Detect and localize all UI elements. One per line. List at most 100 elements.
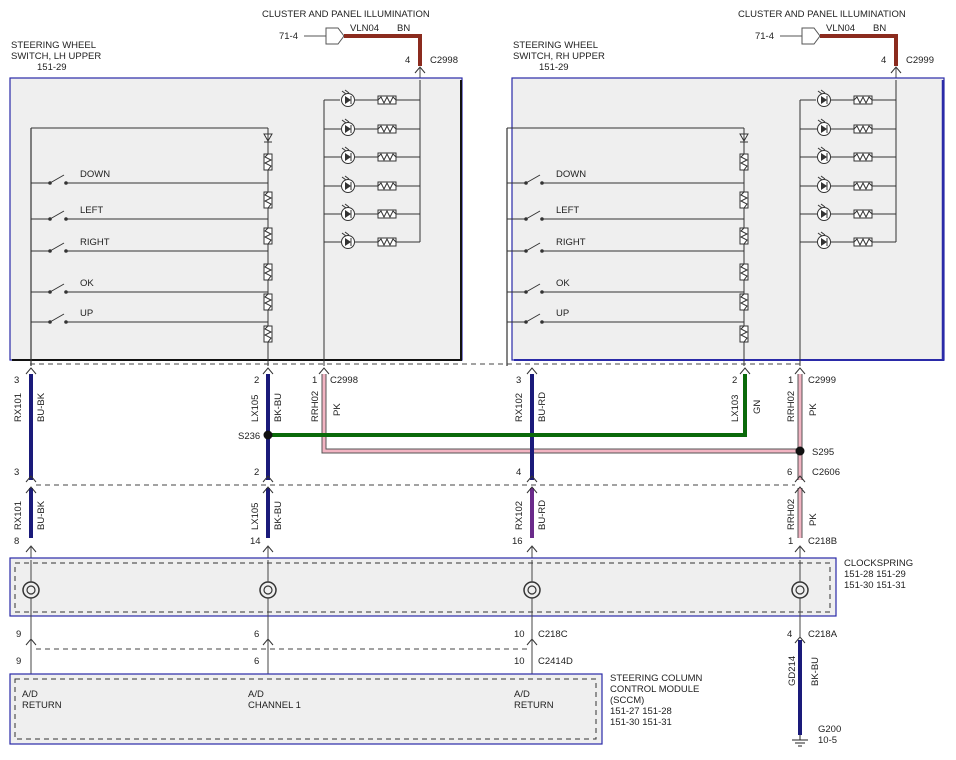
wire-lx105-color-upper: BK-BU bbox=[273, 393, 284, 422]
sccm-box bbox=[9, 673, 603, 745]
wire-lx103: LX103 bbox=[730, 395, 741, 422]
lh-title-1: STEERING WHEEL bbox=[11, 40, 96, 51]
wire-rrh02-rh-color: PK bbox=[808, 403, 819, 416]
sccm-input-1-l2: RETURN bbox=[22, 700, 62, 711]
c2414d-pin-6: 6 bbox=[254, 656, 259, 667]
lh-switch-label-3: OK bbox=[80, 278, 94, 289]
splice-s295-label: S295 bbox=[812, 447, 834, 458]
wire-rx102-color-lower: BU-RD bbox=[537, 500, 548, 530]
illum-ref-lh: 71-4 bbox=[279, 31, 298, 42]
rh-title-2: SWITCH, RH UPPER bbox=[513, 51, 605, 62]
sccm-input-3-l1: A/D bbox=[514, 689, 530, 700]
clockspring-title: CLOCKSPRING bbox=[844, 558, 913, 569]
ground-ref: 10-5 bbox=[818, 735, 837, 746]
c218b-pin-8: 8 bbox=[14, 536, 19, 547]
wire-rrh02-rh: RRH02 bbox=[786, 391, 797, 422]
illum-title-rh: CLUSTER AND PANEL ILLUMINATION bbox=[738, 9, 906, 20]
illum-color-lh: BN bbox=[397, 23, 410, 34]
conn-c2999-top: C2999 bbox=[906, 55, 934, 66]
wire-rx101-upper: RX101 bbox=[13, 393, 24, 422]
rh-switch-internals: DOWN LEFT RIGHT OK UP bbox=[506, 80, 897, 366]
lh-title-2: SWITCH, LH UPPER bbox=[11, 51, 101, 62]
conn-c2998-top: C2998 bbox=[430, 55, 458, 66]
wire-rrh02-lower: RRH02 bbox=[786, 499, 797, 530]
wire-gd214: GD214 bbox=[787, 656, 798, 686]
clockspring-refs-1: 151-28 151-29 bbox=[844, 569, 906, 580]
pin-top-lh: 4 bbox=[405, 55, 410, 66]
ground-name: G200 bbox=[818, 724, 841, 735]
wire-rx101-lower: RX101 bbox=[13, 501, 24, 530]
c218b-pin-14: 14 bbox=[250, 536, 261, 547]
splice-s295 bbox=[795, 446, 805, 456]
illum-circuit-lh: VLN04 bbox=[350, 23, 379, 34]
lh-pin-3: 3 bbox=[14, 375, 19, 386]
wire-rx101-color-upper: BU-BK bbox=[36, 392, 47, 422]
sccm-refs-1: 151-27 151-28 bbox=[610, 706, 672, 717]
lh-switch-label-4: UP bbox=[80, 308, 93, 319]
rh-switch-label-0: DOWN bbox=[556, 169, 586, 180]
c2606-pin-lx105: 2 bbox=[254, 467, 259, 478]
lh-switch-label-2: RIGHT bbox=[80, 237, 110, 248]
c2606-pin-rx102: 4 bbox=[516, 467, 521, 478]
illum-title-lh: CLUSTER AND PANEL ILLUMINATION bbox=[262, 9, 430, 20]
rh-pin-1: 1 bbox=[788, 375, 793, 386]
conn-c2998: C2998 bbox=[330, 375, 358, 386]
splice-s236-label: S236 bbox=[238, 431, 260, 442]
c2606-pin-rx101: 3 bbox=[14, 467, 19, 478]
illum-circuit-rh: VLN04 bbox=[826, 23, 855, 34]
wire-gd214-color: BK-BU bbox=[810, 657, 821, 686]
wire-lx105-color-lower: BK-BU bbox=[273, 501, 284, 530]
lh-pin-1: 1 bbox=[312, 375, 317, 386]
wire-rx102-upper: RX102 bbox=[514, 393, 525, 422]
lh-switch-label-0: DOWN bbox=[80, 169, 110, 180]
wire-rx102-color-upper: BU-RD bbox=[537, 392, 548, 422]
wire-lx103-color: GN bbox=[752, 400, 763, 414]
connector-icon bbox=[325, 27, 345, 45]
ground-icon bbox=[792, 735, 808, 747]
rh-switch-label-3: OK bbox=[556, 278, 570, 289]
conn-c2606: C2606 bbox=[812, 467, 840, 478]
sccm-title-3: (SCCM) bbox=[610, 695, 644, 706]
sccm-refs-2: 151-30 151-31 bbox=[610, 717, 672, 728]
sccm-input-1-l1: A/D bbox=[22, 689, 38, 700]
c218b-pin-16: 16 bbox=[512, 536, 523, 547]
rh-pin-3: 3 bbox=[516, 375, 521, 386]
rh-switch-label-2: RIGHT bbox=[556, 237, 586, 248]
illum-ref-rh: 71-4 bbox=[755, 31, 774, 42]
wire-lx105-upper: LX105 bbox=[250, 395, 261, 422]
c218c-pin-6: 6 bbox=[254, 629, 259, 640]
lh-switch-label-1: LEFT bbox=[80, 205, 103, 216]
conn-c2999: C2999 bbox=[808, 375, 836, 386]
wire-lx105-lower: LX105 bbox=[250, 503, 261, 530]
rh-switch-label-1: LEFT bbox=[556, 205, 579, 216]
conn-c2414d: C2414D bbox=[538, 656, 573, 667]
pin-top-rh: 4 bbox=[881, 55, 886, 66]
sccm-title-2: CONTROL MODULE bbox=[610, 684, 699, 695]
rh-title-1: STEERING WHEEL bbox=[513, 40, 598, 51]
c2414d-pin-10: 10 bbox=[514, 656, 525, 667]
illumination-lh: CLUSTER AND PANEL ILLUMINATION 71-4 VLN0… bbox=[262, 9, 458, 80]
lh-switch-internals: DOWN LEFT RIGHT OK UP bbox=[30, 80, 421, 366]
conn-c218a: C218A bbox=[808, 629, 838, 640]
conn-c218b: C218B bbox=[808, 536, 837, 547]
c218a-pin: 4 bbox=[787, 629, 792, 640]
wire-rrh02-color-lower: PK bbox=[808, 513, 819, 526]
rh-pin-2: 2 bbox=[732, 375, 737, 386]
wire-rx102-lower: RX102 bbox=[514, 501, 525, 530]
c2414d-pin-9: 9 bbox=[16, 656, 21, 667]
rh-switch-label-4: UP bbox=[556, 308, 569, 319]
sccm-title-1: STEERING COLUMN bbox=[610, 673, 703, 684]
conn-c218c: C218C bbox=[538, 629, 568, 640]
sccm-input-3-l2: RETURN bbox=[514, 700, 554, 711]
wire-rx101-color-lower: BU-BK bbox=[36, 500, 47, 530]
c2606-pin-rrh02: 6 bbox=[787, 467, 792, 478]
illumination-rh: CLUSTER AND PANEL ILLUMINATION 71-4 VLN0… bbox=[738, 9, 934, 80]
sccm-input-2-l2: CHANNEL 1 bbox=[248, 700, 301, 711]
illum-color-rh: BN bbox=[873, 23, 886, 34]
wire-rrh02-lh: RRH02 bbox=[310, 391, 321, 422]
wire-rrh02-lh-color: PK bbox=[332, 403, 343, 416]
clockspring-refs-2: 151-30 151-31 bbox=[844, 580, 906, 591]
connector-icon bbox=[801, 27, 821, 45]
